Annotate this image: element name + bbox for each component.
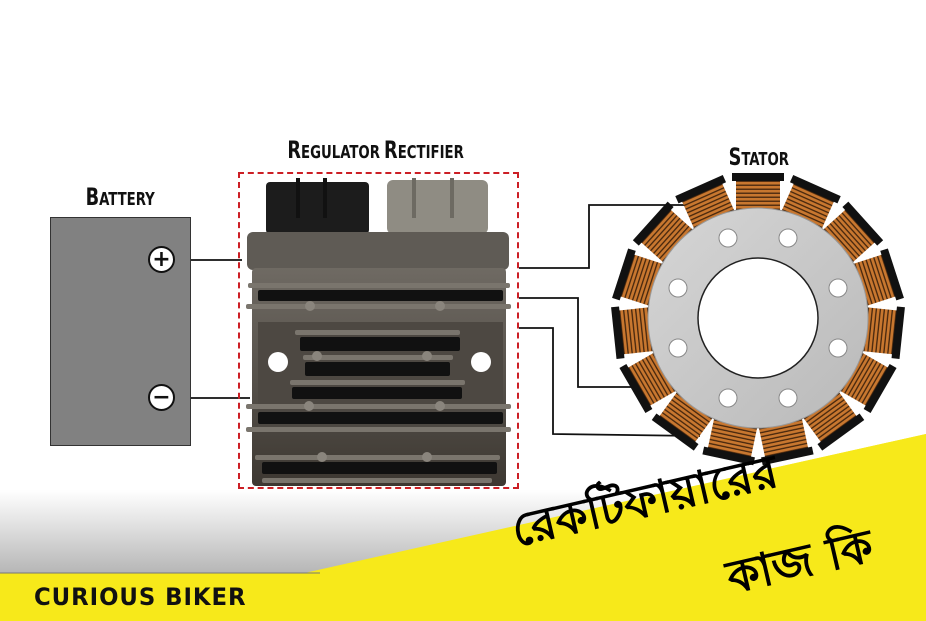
negative-terminal-icon: − xyxy=(148,384,175,411)
regulator-selection-box xyxy=(238,172,519,489)
stator-image xyxy=(611,173,905,466)
stator-wires xyxy=(519,204,701,437)
regulator-rectifier-image xyxy=(246,178,511,486)
regulator-rectifier-label: Regulator Rectifier xyxy=(287,136,464,164)
battery-label: Battery xyxy=(85,183,155,211)
curious-biker-logo: CURIOUS BIKER xyxy=(34,583,247,611)
positive-terminal-icon: + xyxy=(148,246,175,273)
battery-wires xyxy=(191,259,250,399)
stator-label: Stator xyxy=(728,143,790,171)
yellow-banner xyxy=(0,434,926,621)
yellow-banner-overlap xyxy=(760,434,926,480)
